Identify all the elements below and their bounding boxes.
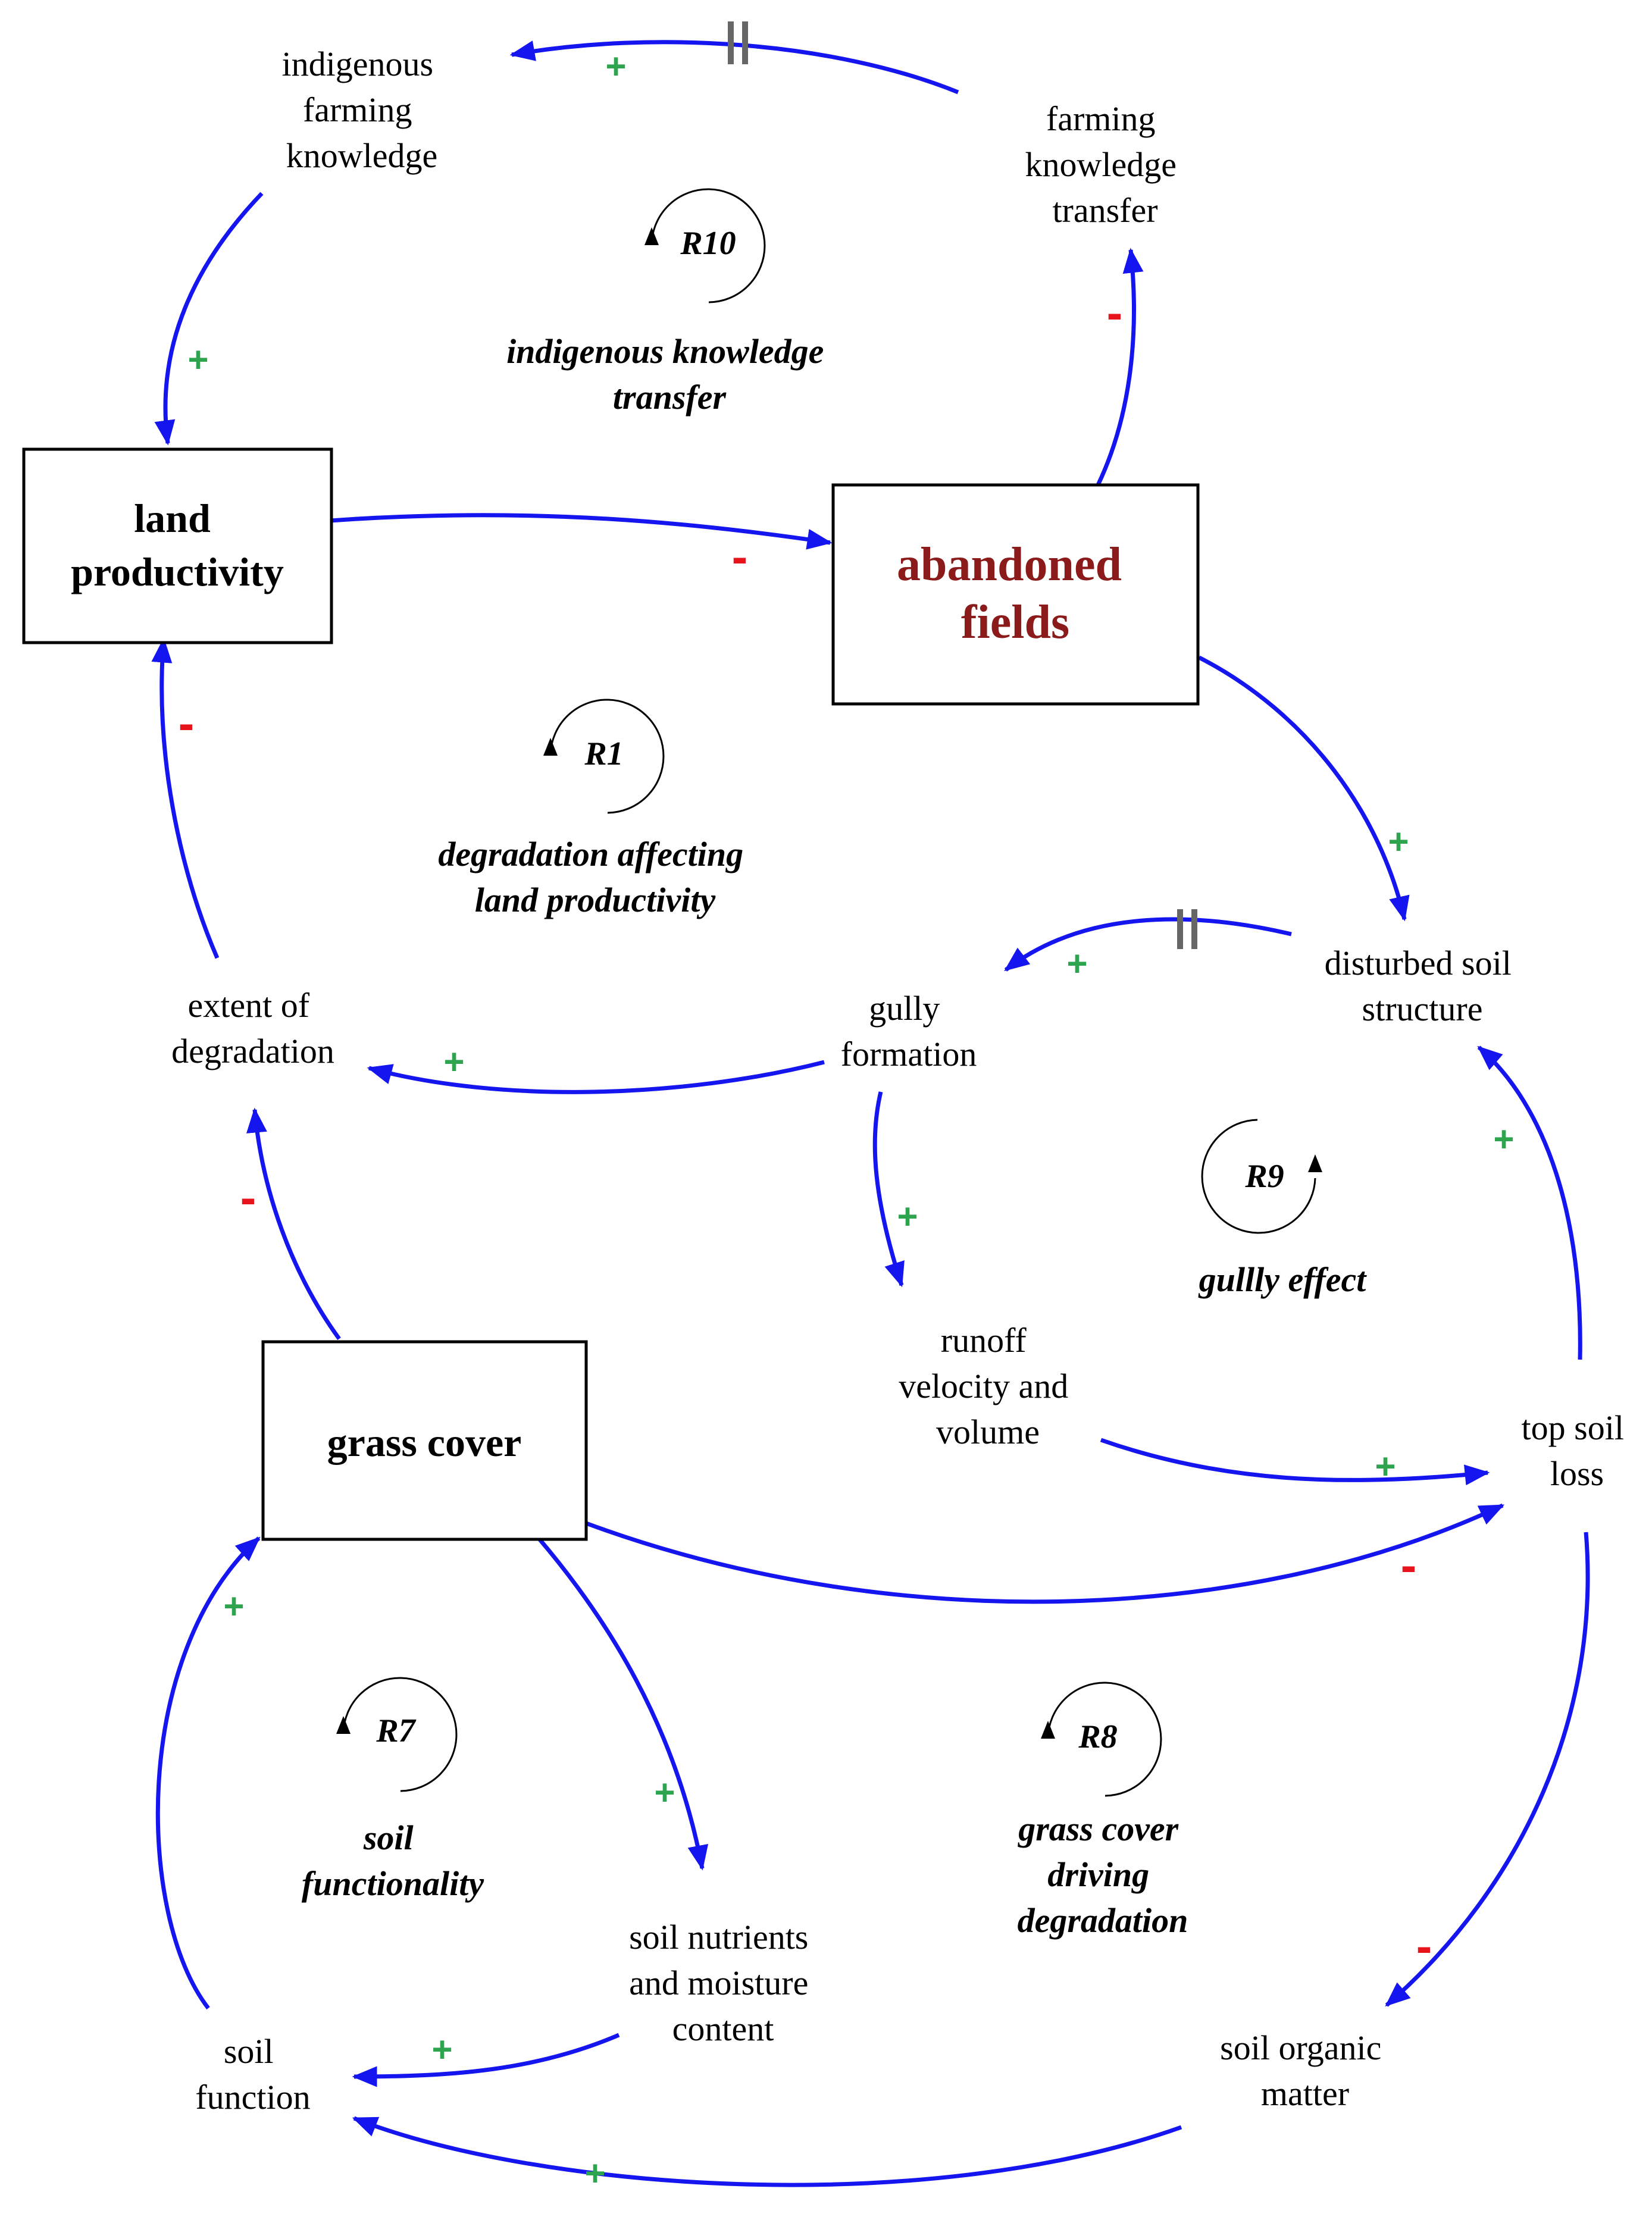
loop-id: R10 [680, 225, 736, 262]
delay-mark-transfer-link [728, 21, 748, 64]
stock-line: grass cover [327, 1420, 522, 1465]
polarity-positive: + [1375, 1446, 1396, 1486]
stock-line: fields [961, 596, 1069, 649]
link-grass-to-nutrients [537, 1536, 709, 1871]
loop-r8: R8 grass cover driving degradation [1017, 1682, 1188, 1940]
var-soil-nutrients-moisture[interactable]: soil nutrients and moisture content [629, 1918, 817, 2048]
var-soil-organic-matter[interactable]: soil organic matter [1220, 2028, 1390, 2113]
link-runoff-to-topsoil [1100, 1438, 1490, 1486]
polarity-negative: - [1107, 286, 1123, 339]
polarity-negative: - [1401, 1539, 1417, 1592]
links [151, 40, 1590, 2187]
polarity-positive: + [1388, 822, 1409, 862]
loop-r7: R7 soil functionality [302, 1677, 484, 1903]
var-extent-of-degradation[interactable]: extent of degradation [171, 986, 334, 1070]
loop-r9: R9 gullly effect [1198, 1119, 1368, 1299]
polarity-positive: + [187, 340, 208, 380]
link-indigenous-to-land-productivity [154, 192, 264, 446]
link-organic-to-soil-function [352, 2116, 1182, 2187]
variables: indigenous farming knowledge farming kno… [171, 45, 1633, 2116]
polarity-negative: - [179, 697, 195, 750]
link-topsoil-to-disturbed [1477, 1045, 1582, 1360]
link-grass-to-topsoil [585, 1503, 1505, 1604]
var-soil-function[interactable]: soil function [195, 2032, 310, 2116]
loop-id: R9 [1244, 1158, 1284, 1195]
polarity-positive: + [897, 1197, 918, 1236]
var-farming-knowledge-transfer[interactable]: farming knowledge transfer [1025, 99, 1185, 230]
polarity-negative: - [1416, 1920, 1432, 1972]
loop-id: R8 [1078, 1718, 1117, 1755]
delay-mark-gully-link [1177, 909, 1197, 949]
var-top-soil-loss[interactable]: top soil loss [1522, 1408, 1633, 1493]
polarity-positive: + [431, 2030, 452, 2069]
loop-arrowhead-icon [644, 227, 659, 245]
polarity-positive: + [1066, 944, 1087, 984]
loop-label: soil functionality [302, 1818, 484, 1903]
link-topsoil-to-organic [1385, 1532, 1590, 2007]
svg-text:land productivity: land productivity [71, 496, 284, 594]
stock-line: productivity [71, 549, 284, 594]
polarity-positive: + [1493, 1119, 1514, 1159]
svg-text:grass cover: grass cover [327, 1420, 522, 1465]
link-abandoned-to-disturbed [1198, 655, 1410, 922]
loop-arrow-icon [1201, 1119, 1316, 1234]
polarity-positive: + [223, 1586, 244, 1626]
polarity-signs: + + - - + + + - + + - + - + + - + + [179, 46, 1515, 2193]
loop-id: R7 [376, 1712, 416, 1749]
svg-text:abandoned fields: abandoned fields [897, 538, 1134, 649]
stock-land-productivity[interactable]: land productivity [22, 447, 333, 644]
delay-marks [728, 21, 1197, 949]
var-disturbed-soil-structure[interactable]: disturbed soil structure [1325, 944, 1520, 1028]
stock-line: abandoned [897, 538, 1122, 591]
loop-arrowhead-icon [1308, 1154, 1322, 1172]
link-soil-function-to-grass [155, 1536, 261, 2010]
stock-grass-cover[interactable]: grass cover [261, 1340, 588, 1541]
polarity-negative: - [240, 1171, 256, 1224]
loop-arrow-icon [342, 1677, 458, 1792]
loop-arrowhead-icon [1041, 1721, 1055, 1739]
loop-r10: R10 indigenous knowledge transfer [506, 188, 833, 417]
polarity-positive: + [584, 2153, 605, 2193]
link-transfer-to-indigenous [509, 40, 959, 95]
stock-line: land [134, 496, 211, 541]
polarity-positive: + [605, 46, 626, 86]
var-indigenous-farming-knowledge[interactable]: indigenous farming knowledge [281, 45, 442, 175]
loop-label: gullly effect [1198, 1260, 1368, 1299]
loop-label: grass cover driving degradation [1017, 1809, 1188, 1940]
loop-arrowhead-icon [543, 738, 558, 756]
link-extent-to-land-productivity [151, 637, 220, 959]
loop-arrow-icon [1047, 1682, 1162, 1797]
link-abandoned-to-transfer [1096, 248, 1144, 486]
link-grass-to-extent [246, 1107, 341, 1341]
loop-label: indigenous knowledge transfer [506, 332, 833, 417]
link-gully-to-extent [367, 1060, 825, 1094]
link-disturbed-to-gully [1004, 917, 1292, 972]
loop-arrow-icon [650, 188, 766, 303]
polarity-negative: - [732, 530, 748, 583]
var-gully-formation[interactable]: gully formation [841, 989, 977, 1073]
loop-r1: R1 degradation affecting land productivi… [438, 699, 752, 919]
loop-id: R1 [584, 735, 623, 772]
polarity-positive: + [443, 1042, 464, 1082]
link-nutrients-to-soil-function [352, 2033, 620, 2087]
polarity-positive: + [654, 1773, 675, 1812]
link-land-productivity-to-abandoned [330, 513, 833, 550]
link-gully-to-runoff [872, 1091, 905, 1288]
stock-abandoned-fields[interactable]: abandoned fields [831, 483, 1200, 706]
var-runoff-velocity-volume[interactable]: runoff velocity and volume [899, 1321, 1077, 1451]
loop-label: degradation affecting land productivity [438, 835, 752, 919]
loop-arrow-icon [549, 699, 665, 814]
loop-arrowhead-icon [336, 1716, 351, 1734]
